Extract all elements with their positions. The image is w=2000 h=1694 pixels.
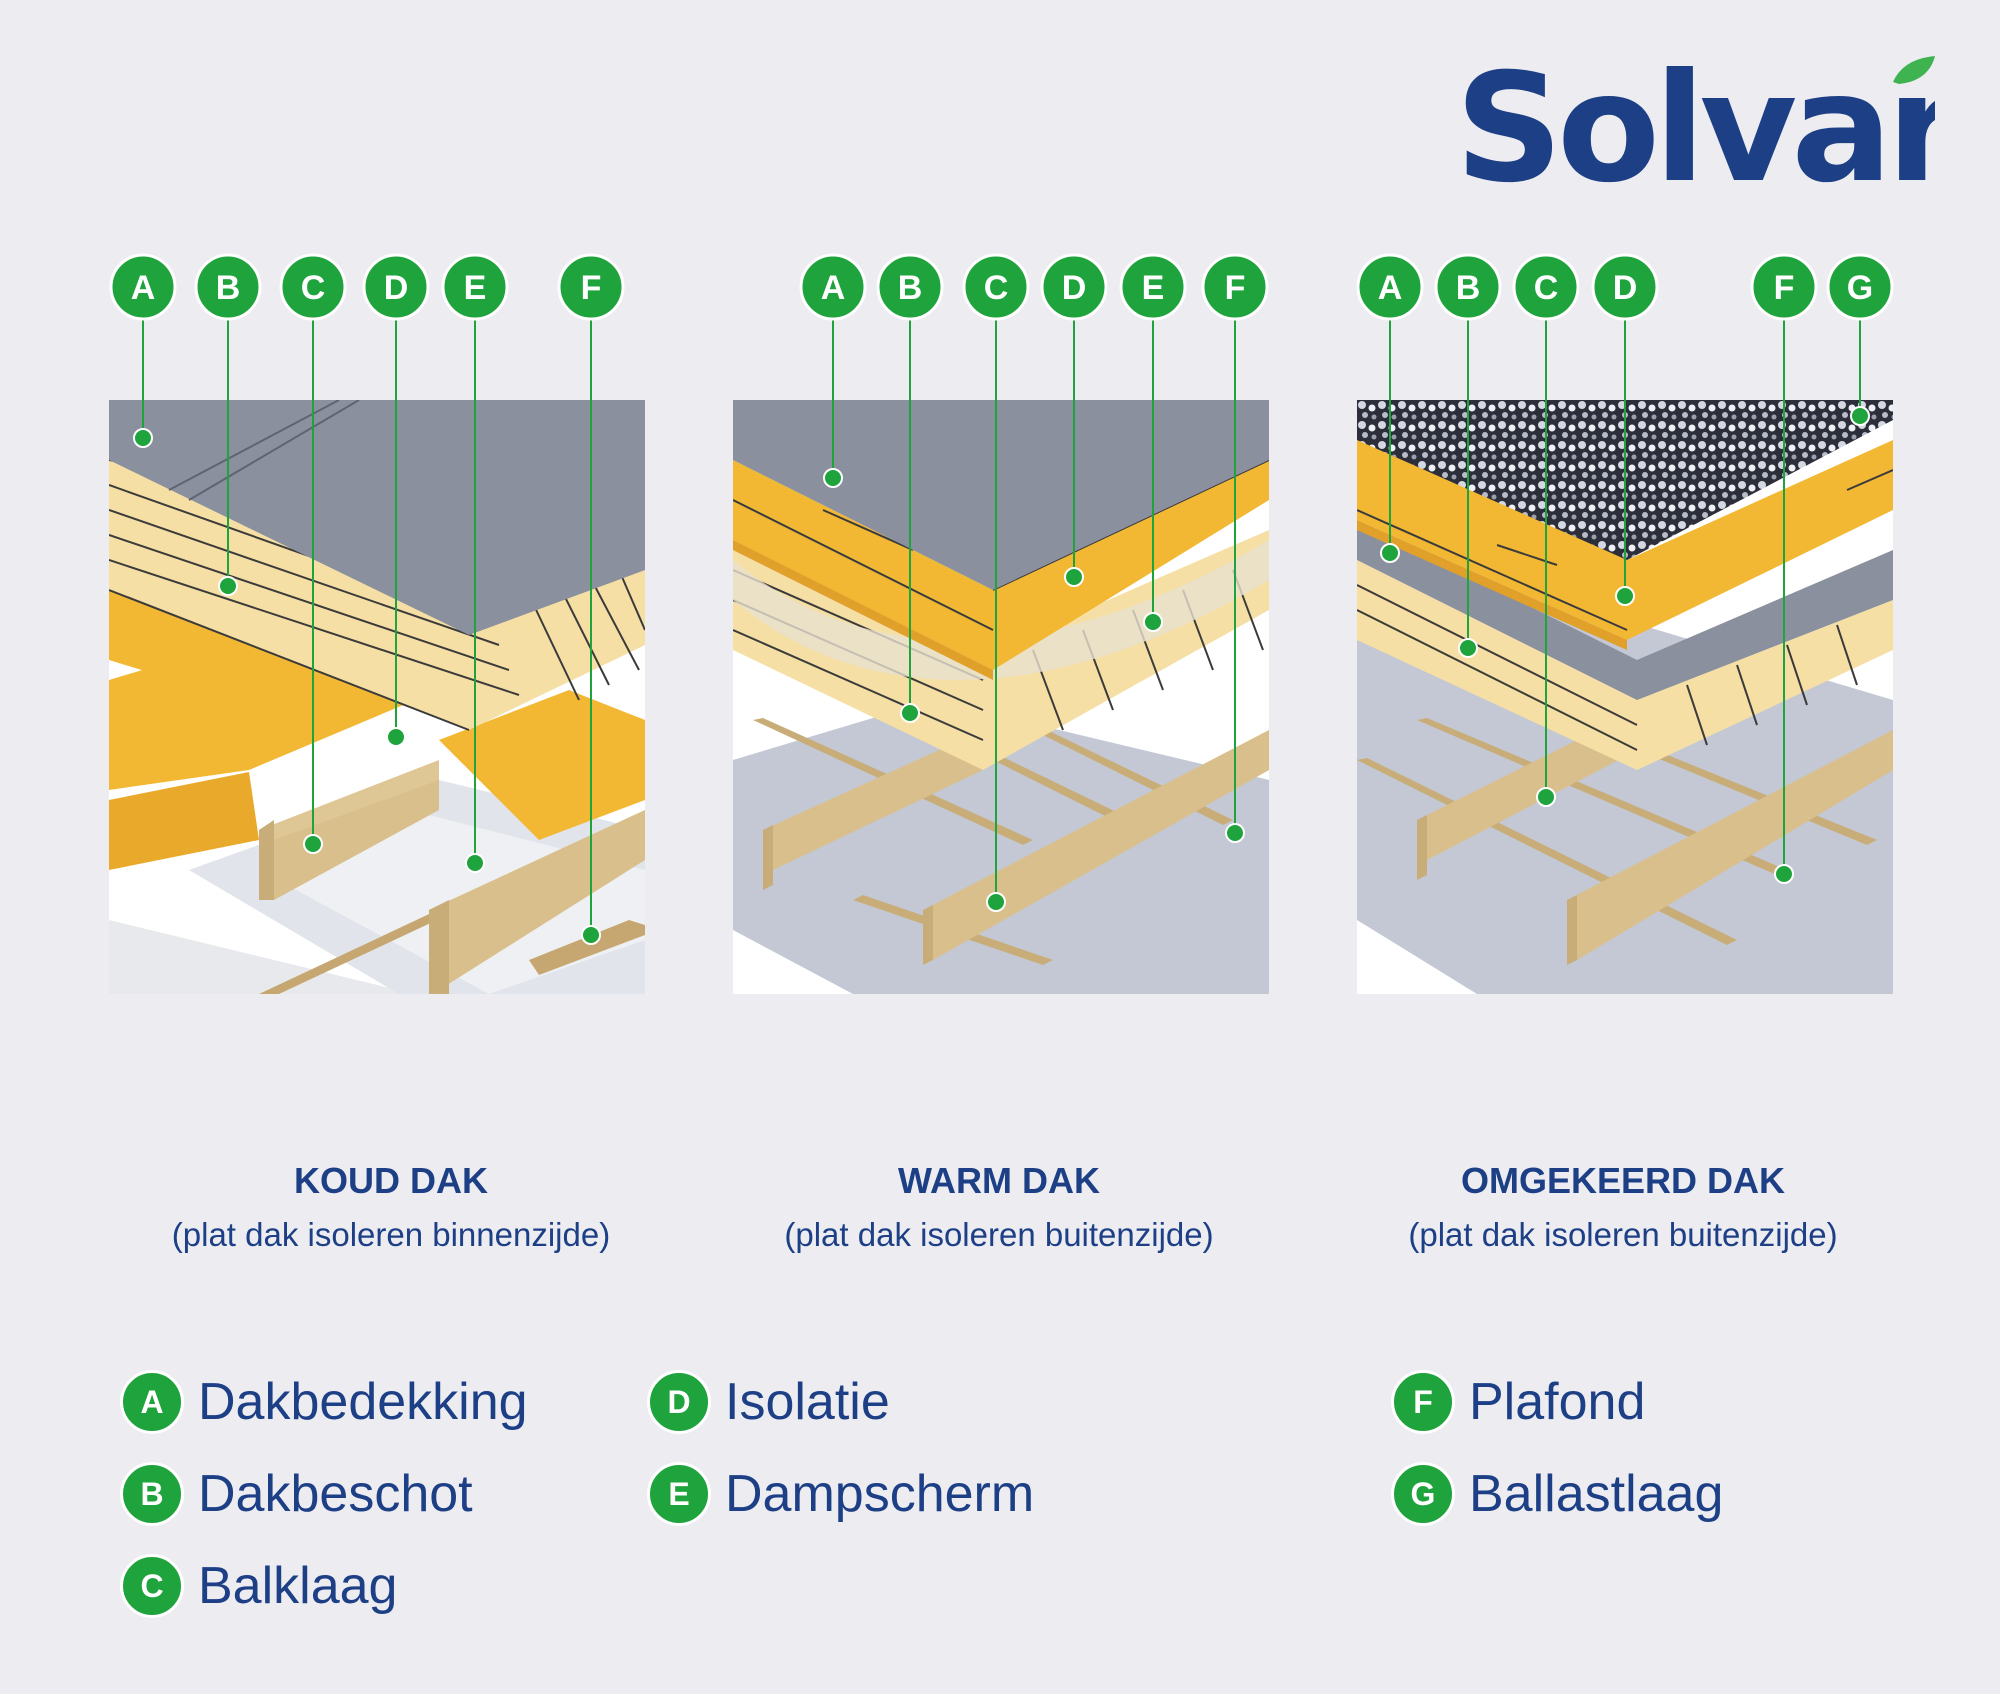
caption-warm-dak: WARM DAK (plat dak isoleren buitenzijde) [689, 0, 1309, 1254]
legend-item-isolatie: D Isolatie [647, 1366, 890, 1438]
legend-label: Dakbeschot [198, 1465, 473, 1523]
caption-subtitle: (plat dak isoleren buitenzijde) [1408, 1216, 1838, 1253]
legend-badge: A [120, 1370, 184, 1434]
legend-badge: E [647, 1462, 711, 1526]
legend-badge: F [1391, 1370, 1455, 1434]
legend-item-dampscherm: E Dampscherm [647, 1458, 1034, 1530]
legend-item-balklaag: C Balklaag [120, 1550, 397, 1622]
logo-wordmark: Solvari [1455, 50, 1935, 200]
legend-badge: D [647, 1370, 711, 1434]
logo-leaf-icon [1893, 56, 1935, 84]
caption-omgekeerd-dak: OMGEKEERD DAK (plat dak isoleren buitenz… [1313, 0, 1933, 1254]
legend-item-dakbedekking: A Dakbedekking [120, 1366, 528, 1438]
legend-label: Ballastlaag [1469, 1465, 1724, 1523]
legend-item-plafond: F Plafond [1391, 1366, 1645, 1438]
legend-badge: G [1391, 1462, 1455, 1526]
legend-item-dakbeschot: B Dakbeschot [120, 1458, 473, 1530]
legend-badge: C [120, 1554, 184, 1618]
caption-title: KOUD DAK [294, 1160, 488, 1201]
solvari-logo: Solvari [1455, 50, 1935, 200]
legend-badge: B [120, 1462, 184, 1526]
legend-label: Isolatie [725, 1373, 890, 1431]
caption-title: WARM DAK [898, 1160, 1100, 1201]
caption-subtitle: (plat dak isoleren buitenzijde) [784, 1216, 1214, 1253]
legend-label: Balklaag [198, 1557, 398, 1615]
caption-subtitle: (plat dak isoleren binnenzijde) [171, 1216, 611, 1253]
caption-title: OMGEKEERD DAK [1460, 1160, 1786, 1201]
caption-koud-dak: KOUD DAK (plat dak isoleren binnenzijde) [81, 0, 701, 1254]
legend-label: Dampscherm [725, 1465, 1035, 1523]
legend-label: Plafond [1469, 1373, 1646, 1431]
legend-item-ballastlaag: G Ballastlaag [1391, 1458, 1723, 1530]
legend-label: Dakbedekking [198, 1373, 528, 1431]
